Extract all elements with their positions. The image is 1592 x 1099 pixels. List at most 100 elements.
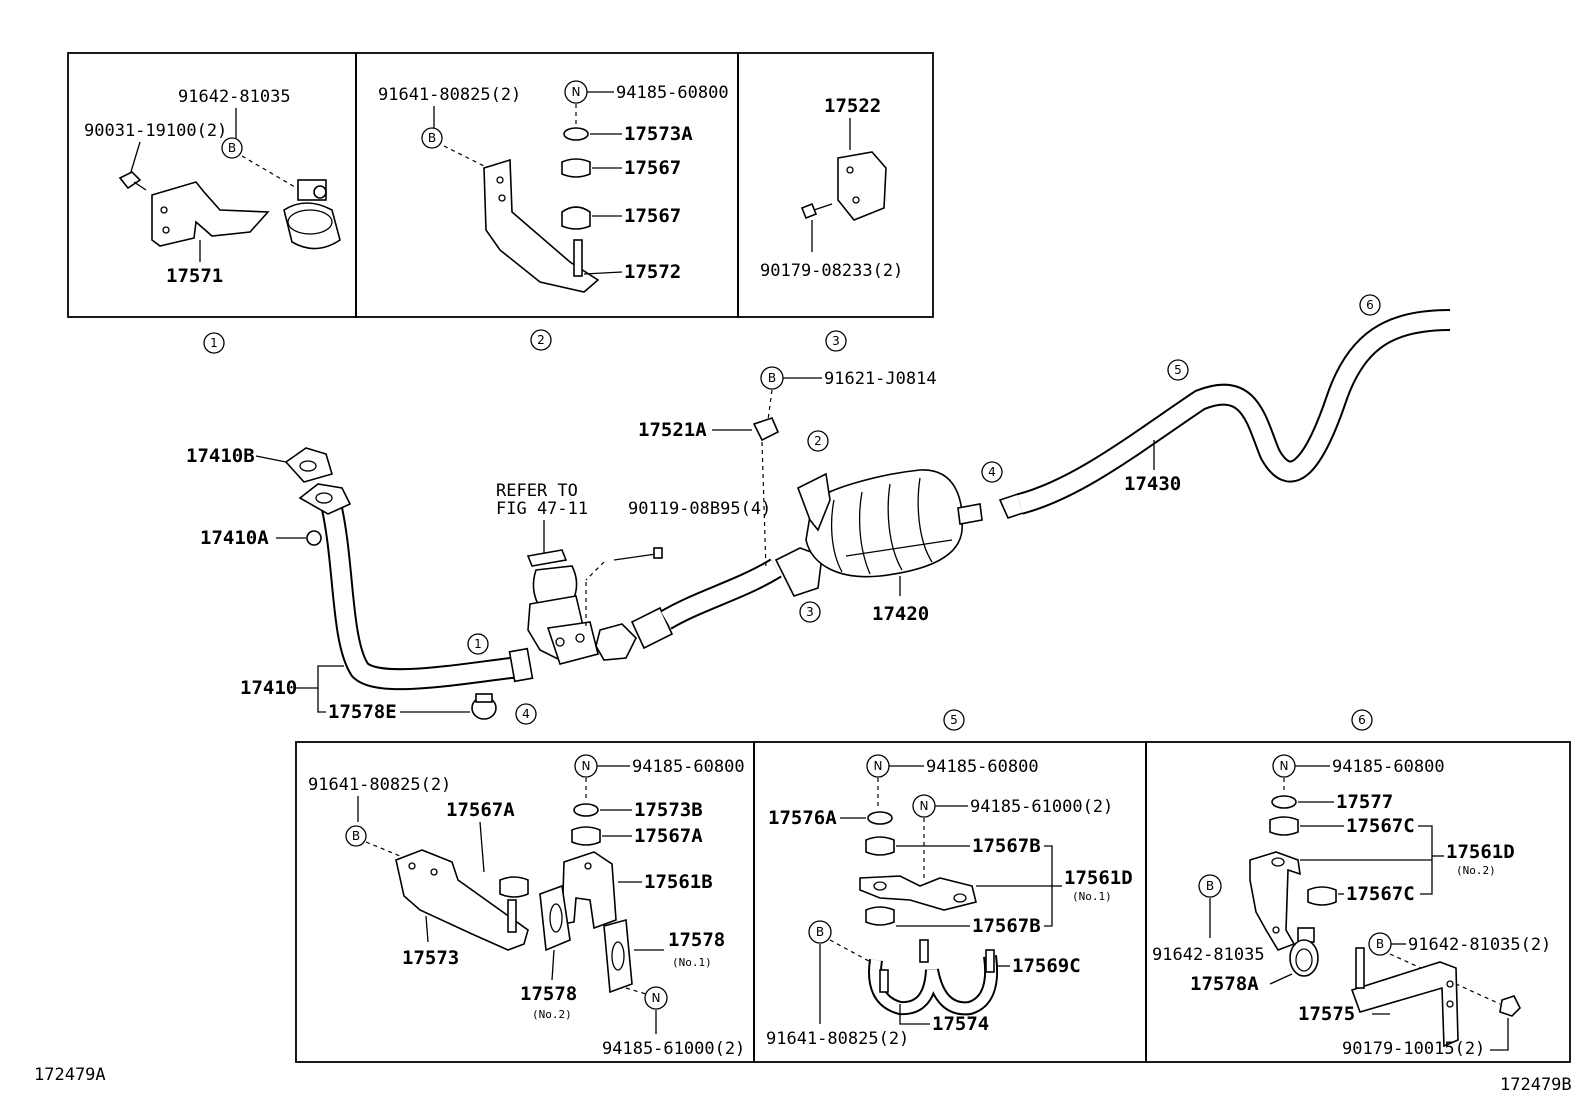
label-91621-J0814: 91621-J0814 bbox=[824, 369, 937, 389]
label-94185-60800: 94185-60800 bbox=[616, 83, 729, 103]
bolt-marker-icon bbox=[808, 920, 832, 944]
refer-line-1: REFER TO bbox=[496, 481, 578, 501]
label-17410: 17410 bbox=[240, 677, 297, 699]
label-17521A: 17521A bbox=[638, 419, 707, 441]
label-17410A: 17410A bbox=[200, 527, 269, 549]
nut-17410A-icon bbox=[306, 530, 322, 546]
callout-2-main: 2 bbox=[814, 434, 822, 448]
clamp-17578-no1-icon bbox=[603, 918, 633, 994]
label-17567C-a: 17567C bbox=[1346, 815, 1415, 837]
label-17578-no2: 17578 bbox=[520, 983, 577, 1005]
clamp-17578E-icon bbox=[471, 693, 497, 720]
bolt-marker-icon bbox=[345, 825, 367, 847]
label-94185-61000: 94185-61000(2) bbox=[970, 797, 1113, 817]
bracket-17573-icon bbox=[395, 849, 529, 951]
detail-box-6: N 94185-60800 17577 17567C 17561D (No.2)… bbox=[1145, 741, 1571, 1063]
label-94185-61000: 94185-61000(2) bbox=[602, 1039, 745, 1059]
label-17522: 17522 bbox=[824, 95, 881, 117]
label-no1: (No.1) bbox=[1072, 890, 1112, 903]
bolt-icon bbox=[800, 202, 833, 220]
bracket-17561D-no1-icon bbox=[859, 875, 977, 911]
nut-marker-letter: N bbox=[572, 85, 581, 99]
callout-4-main-a: 4 bbox=[522, 707, 530, 721]
bolt-marker-letter: B bbox=[428, 131, 436, 145]
muffler-17420-icon bbox=[774, 469, 983, 597]
bolt-marker-letter: B bbox=[352, 829, 360, 843]
hanger-17574-17569C-icon bbox=[868, 939, 999, 1016]
label-91642-81035: 91642-81035 bbox=[1152, 945, 1265, 965]
bolt-marker-icon bbox=[1198, 874, 1222, 898]
detail-box-3: 17522 90179-08233(2) bbox=[737, 52, 934, 318]
callout-3: 3 bbox=[832, 334, 840, 348]
washer-icon bbox=[573, 803, 599, 817]
label-17576A: 17576A bbox=[768, 807, 837, 829]
callout-2: 2 bbox=[537, 333, 545, 347]
stud-bolt-icon bbox=[653, 547, 663, 559]
bolt-marker-icon bbox=[221, 137, 243, 159]
label-17410B: 17410B bbox=[186, 445, 255, 467]
bolt-marker-letter: B bbox=[816, 925, 824, 939]
label-17569C: 17569C bbox=[1012, 955, 1081, 977]
front-pipe-17410-icon bbox=[298, 483, 534, 691]
clamp-17578-no2-icon bbox=[539, 884, 571, 952]
clamp-17578A-icon bbox=[1289, 927, 1319, 977]
label-91642-81035-2: 91642-81035(2) bbox=[1408, 935, 1551, 955]
label-17573A: 17573A bbox=[624, 123, 693, 145]
label-17567-b: 17567 bbox=[624, 205, 681, 227]
main-assembly: 17410B 17410A 17410 17578E 1 4 REFER TO … bbox=[186, 294, 1451, 725]
clamp-icon bbox=[283, 179, 341, 250]
hanger-17521A-icon bbox=[752, 417, 780, 442]
detail-box-2: 91641-80825(2) B N 94185-60800 17573A 17… bbox=[355, 52, 739, 318]
label-17561B: 17561B bbox=[644, 871, 713, 893]
label-17561D: 17561D bbox=[1446, 841, 1515, 863]
bolt-marker-letter: B bbox=[1206, 879, 1214, 893]
label-90179-08233: 90179-08233(2) bbox=[760, 261, 903, 281]
bracket-17561D-no2-icon bbox=[1249, 851, 1301, 951]
label-17574: 17574 bbox=[932, 1013, 989, 1035]
callout-5: 5 bbox=[950, 713, 958, 727]
label-91641-80825: 91641-80825(2) bbox=[766, 1029, 909, 1049]
label-17578E: 17578E bbox=[328, 701, 397, 723]
bolt-icon bbox=[118, 171, 147, 191]
hanger-17522-icon bbox=[837, 151, 887, 221]
detail-box-1: 91642-81035 B 90031-19100(2) 17571 bbox=[67, 52, 357, 318]
label-94185-60800: 94185-60800 bbox=[632, 757, 745, 777]
center-pipe-icon bbox=[595, 558, 782, 661]
callout-1-main: 1 bbox=[474, 637, 482, 651]
tail-pipe-17430-icon bbox=[998, 309, 1451, 519]
label-17567C-b: 17567C bbox=[1346, 883, 1415, 905]
label-17578-no1: 17578 bbox=[668, 929, 725, 951]
nut-marker-letter: N bbox=[652, 991, 661, 1005]
bolt-marker-icon bbox=[421, 127, 443, 149]
figure-number-b: 172479B bbox=[1500, 1075, 1572, 1095]
bracket-17561B-icon bbox=[561, 851, 617, 930]
washer-icon bbox=[563, 127, 589, 141]
label-no1: (No.1) bbox=[672, 956, 712, 969]
label-94185-60800: 94185-60800 bbox=[926, 757, 1039, 777]
callout-6-main: 6 bbox=[1366, 298, 1374, 312]
nut-marker-letter: N bbox=[1280, 759, 1289, 773]
bracket-17575-icon bbox=[1350, 947, 1459, 1048]
label-17578A: 17578A bbox=[1190, 973, 1259, 995]
label-no2: (No.2) bbox=[1456, 864, 1496, 877]
callouts-bottom: 5 6 bbox=[943, 709, 1373, 731]
label-17430: 17430 bbox=[1124, 473, 1181, 495]
label-17561D: 17561D bbox=[1064, 867, 1133, 889]
callout-3-main: 3 bbox=[806, 605, 814, 619]
nut-marker-letter: N bbox=[874, 759, 883, 773]
label-17567B-b: 17567B bbox=[972, 915, 1041, 937]
refer-line-2: FIG 47-11 bbox=[496, 499, 588, 519]
label-91641-80825: 91641-80825(2) bbox=[308, 775, 451, 795]
cushion-icon bbox=[561, 206, 591, 230]
label-17567-a: 17567 bbox=[624, 157, 681, 179]
cushion-icon bbox=[1307, 886, 1337, 906]
detail-box-4: 91641-80825(2) B N 94185-60800 17567A 17… bbox=[295, 741, 755, 1063]
callout-1: 1 bbox=[210, 336, 218, 350]
detail-box-5: N 94185-60800 N 94185-61000(2) 17576A 17… bbox=[753, 741, 1147, 1063]
cushion-icon bbox=[561, 158, 591, 178]
label-91642-81035: 91642-81035 bbox=[178, 87, 291, 107]
label-17572: 17572 bbox=[624, 261, 681, 283]
label-no2: (No.2) bbox=[532, 1008, 572, 1021]
label-17573B: 17573B bbox=[634, 799, 703, 821]
cushion-icon bbox=[499, 876, 529, 898]
